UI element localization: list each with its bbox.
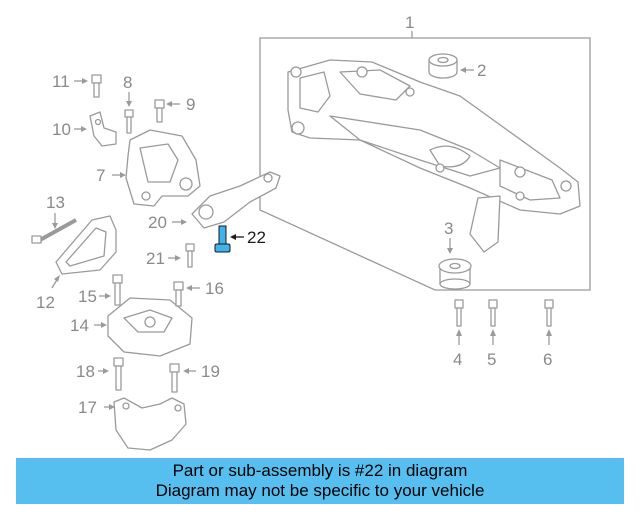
callout-18: 18 [76,362,95,381]
bolt-15: 15 [78,274,123,306]
banner-line-1: Part or sub-assembly is #22 in diagram [172,461,468,480]
subframe-part [287,59,581,253]
bolt-16: 16 [173,279,224,307]
torque-rod-20: 20 [148,171,281,232]
bushing-2: 2 [428,53,486,80]
callout-12: 12 [36,293,55,312]
callout-6: 6 [543,350,552,369]
bracket-17: 17 [78,397,187,451]
callout-5: 5 [487,350,496,369]
bolt-22-head[interactable] [214,243,231,253]
bolt-22-shank[interactable] [218,225,227,247]
callout-14: 14 [70,316,89,335]
bolt-5: 5 [487,299,498,369]
mount-bracket-7: 7 [96,129,201,207]
callout-22[interactable]: 22 [247,228,266,247]
callout-9: 9 [186,95,195,114]
callout-13: 13 [46,193,65,212]
bracket-10: 10 [52,111,117,147]
bolt-9: 9 [154,95,195,123]
info-banner: Part or sub-assembly is #22 in diagram D… [16,458,624,504]
bolt-19: 19 [169,362,220,393]
bolt-22-highlighted[interactable]: 22 [214,225,266,253]
banner-line-2: Diagram may not be specific to your vehi… [155,481,485,500]
bracket-12: 12 [36,215,117,312]
bolt-13: 13 [31,193,77,244]
bolt-11: 11 [52,72,102,98]
trans-mount-14: 14 [70,297,193,357]
callout-10: 10 [52,120,71,139]
callout-16: 16 [205,279,224,298]
callout-20: 20 [148,213,167,232]
callout-4: 4 [453,350,462,369]
callout-19: 19 [201,362,220,381]
callout-7: 7 [96,166,105,185]
callout-17: 17 [78,398,97,417]
callout-21: 21 [146,249,165,268]
callout-1: 1 [405,13,414,32]
callout-11: 11 [52,72,70,91]
callout-3: 3 [444,219,453,238]
bolt-21: 21 [146,243,195,268]
bolt-18: 18 [76,357,124,391]
callout-8: 8 [123,73,132,92]
bolt-8: 8 [123,73,134,134]
bushing-3: 3 [438,219,472,290]
bolt-6: 6 [543,299,554,369]
callout-2: 2 [477,61,486,80]
bolt-4: 4 [453,299,464,369]
callout-15: 15 [78,287,97,306]
